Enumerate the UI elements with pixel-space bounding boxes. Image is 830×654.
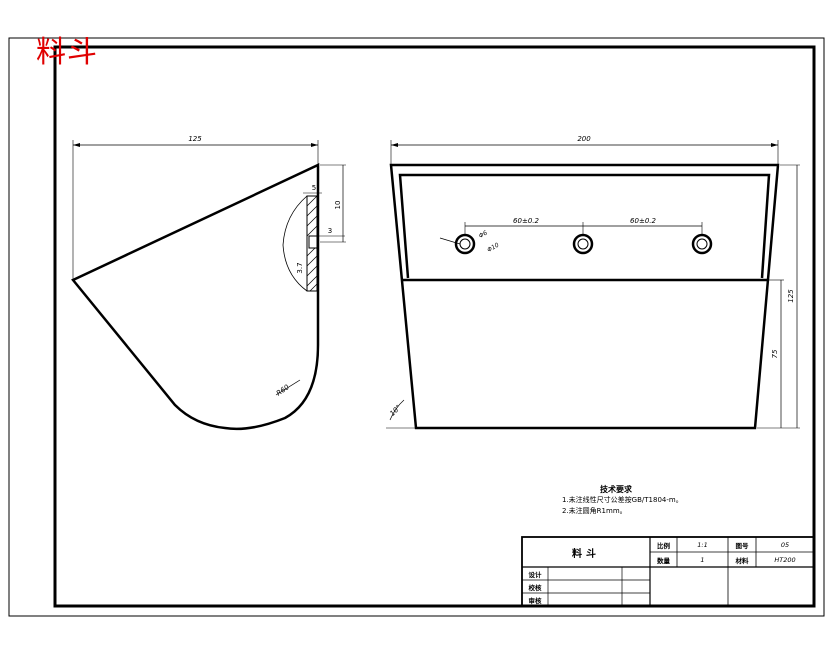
- dim-hole-spacing-1: 60±0.2: [513, 217, 539, 225]
- front-view: [386, 140, 800, 430]
- drawing-title-red: 料斗: [36, 35, 98, 70]
- dim-angle: 10°: [388, 403, 402, 417]
- tb-part-name: 料斗: [572, 548, 600, 560]
- notes-line-1: 1.未注线性尺寸公差按GB/T1804-m。: [562, 496, 683, 504]
- inner-frame: [53, 45, 816, 608]
- inner-frame-line: [398, 173, 771, 279]
- tb-row-design: 设计: [528, 570, 542, 579]
- title-block: 料斗 比例 1:1 图号 05 数量 1 材料 HT200 设计 校核 审核: [522, 537, 814, 605]
- break-line: [282, 195, 308, 292]
- front-outline: [389, 163, 780, 430]
- dim-right-lower-height: 75: [771, 349, 779, 358]
- dim-right-width: 200: [577, 135, 591, 143]
- tb-drawing-no-label: 图号: [735, 541, 749, 550]
- dim-right-height: 125: [787, 289, 795, 303]
- dim-left-width: 125: [188, 135, 202, 143]
- dim-hole-dia-large: Φ10: [486, 241, 500, 253]
- dim-left-d10: 10: [334, 201, 342, 210]
- notes-line-2: 2.未注圆角R1mm。: [562, 507, 627, 515]
- technical-notes: 技术要求 1.未注线性尺寸公差按GB/T1804-m。 2.未注圆角R1mm。: [562, 484, 683, 517]
- hole-2: [572, 233, 594, 255]
- title-block-grid: [521, 536, 815, 607]
- tb-qty-value: 1: [700, 555, 705, 564]
- hole-1: [454, 233, 476, 255]
- notes-title: 技术要求: [600, 485, 632, 494]
- dim-hole-dia-small: Φ6: [478, 229, 489, 239]
- tb-material-value: HT200: [774, 555, 796, 564]
- hole-3: [691, 233, 713, 255]
- dim-left-d5: 5: [312, 184, 316, 192]
- side-outline: [71, 163, 320, 431]
- tb-row-approve: 审核: [528, 596, 542, 605]
- side-view: [71, 140, 346, 431]
- slot: [308, 235, 318, 249]
- outer-frame: [8, 37, 825, 617]
- tb-qty-label: 数量: [657, 556, 670, 565]
- dim-left-d37: 3.7: [296, 262, 304, 273]
- tb-drawing-no-value: 05: [780, 540, 790, 549]
- tb-scale-value: 1:1: [697, 540, 708, 549]
- dim-left-radius: R60: [275, 383, 291, 398]
- dim-hole-spacing-2: 60±0.2: [630, 217, 656, 225]
- tb-scale-label: 比例: [657, 541, 670, 550]
- tb-row-check: 校核: [528, 583, 542, 592]
- tb-material-label: 材料: [735, 556, 749, 565]
- dim-left-d3: 3: [328, 227, 332, 235]
